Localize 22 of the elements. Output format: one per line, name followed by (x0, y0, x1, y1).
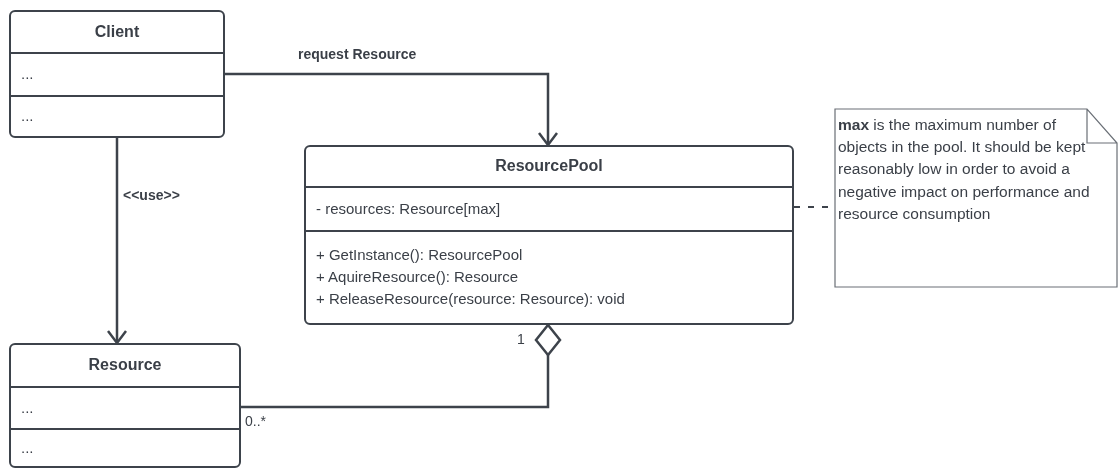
attribute-text: - resources: Resource[max] (316, 198, 502, 219)
edge-label: request Resource (296, 46, 419, 62)
method-text: + GetInstance(): ResourcePool (316, 245, 524, 266)
class-name: Client (94, 21, 140, 42)
note-box (834, 108, 1118, 288)
multiplicity-label: 0..* (243, 413, 268, 429)
method-text: + ReleaseResource(resource: Resource): void (316, 289, 626, 310)
attribute-text: ... (21, 64, 35, 84)
arrow (225, 72, 559, 147)
method-text: ... (21, 437, 35, 458)
note-text: max is the maximum number of objects in the pool. It should be kept reasonably low in order to avoid a negative impact on performance and resource consumption (838, 115, 1091, 224)
multiplicity-label: 1 (515, 331, 527, 347)
class-name: ResourcePool (495, 156, 603, 177)
class-box (304, 145, 794, 325)
method-text: + AquireResource(): Resource (316, 267, 520, 288)
arrow (106, 138, 128, 345)
method-text: ... (21, 106, 35, 127)
attribute-text: ... (21, 397, 35, 418)
aggregation-line (241, 323, 562, 409)
class-box (9, 10, 225, 138)
class-name: Resource (88, 355, 162, 376)
class-box (9, 343, 241, 468)
